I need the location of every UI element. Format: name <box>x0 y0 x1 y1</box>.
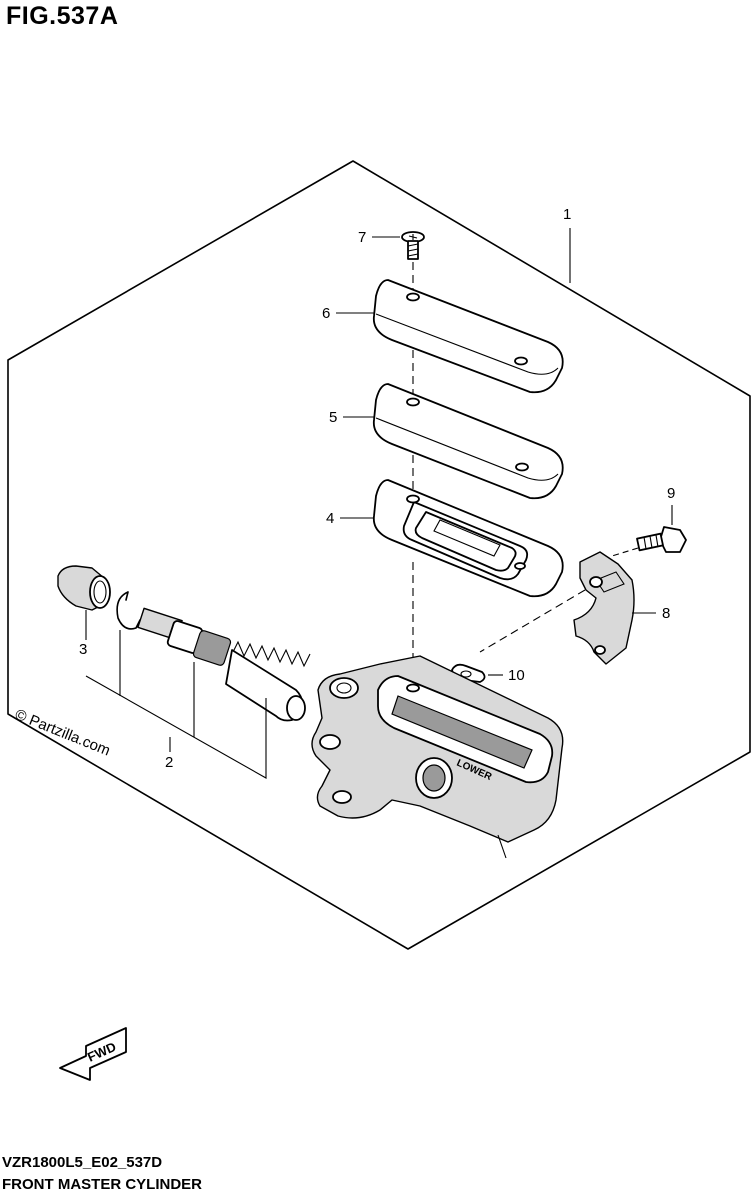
callout-4[interactable]: 4 <box>326 510 374 527</box>
callout-2[interactable]: 2 <box>165 737 173 771</box>
piston-assembly-part-2[interactable] <box>137 607 311 722</box>
reservoir-cap-part-6[interactable] <box>372 279 564 394</box>
svg-text:5: 5 <box>329 409 337 426</box>
group-bracket <box>85 630 267 779</box>
screw-part-7[interactable] <box>401 231 425 260</box>
svg-text:8: 8 <box>662 605 670 622</box>
partzilla-watermark: © Partzilla.com <box>13 706 113 760</box>
callout-1[interactable]: 1 <box>563 206 571 283</box>
svg-text:7: 7 <box>358 229 366 246</box>
callout-6[interactable]: 6 <box>322 305 374 322</box>
diaphragm-part-4[interactable] <box>372 479 564 598</box>
svg-text:4: 4 <box>326 510 334 527</box>
callout-7[interactable]: 7 <box>358 229 400 246</box>
svg-text:10: 10 <box>508 667 525 684</box>
callout-9[interactable]: 9 <box>667 485 675 525</box>
clamp-part-8[interactable] <box>573 551 635 665</box>
boot-part-3[interactable] <box>57 565 111 611</box>
svg-text:1: 1 <box>563 206 571 223</box>
svg-text:6: 6 <box>322 305 330 322</box>
figure-title: FIG.537A <box>6 2 119 30</box>
bolt-part-9[interactable] <box>636 526 687 553</box>
callout-10[interactable]: 10 <box>488 667 525 684</box>
alignment-axis-5 <box>611 547 639 557</box>
figure-model-code: VZR1800L5_E02_537D <box>2 1154 163 1171</box>
callout-3[interactable]: 3 <box>79 610 87 658</box>
figure-name: FRONT MASTER CYLINDER <box>2 1176 202 1193</box>
plate-part-5[interactable] <box>372 383 564 500</box>
fwd-arrow: FWD <box>59 1027 127 1081</box>
svg-text:2: 2 <box>165 754 173 771</box>
svg-text:9: 9 <box>667 485 675 502</box>
assembly-outline <box>7 160 751 950</box>
callout-8[interactable]: 8 <box>632 605 670 622</box>
circlip[interactable] <box>116 591 141 630</box>
svg-text:3: 3 <box>79 641 87 658</box>
master-cylinder-body[interactable]: LOWER <box>311 655 564 859</box>
callout-5[interactable]: 5 <box>329 409 374 426</box>
alignment-axis-6 <box>479 589 586 653</box>
